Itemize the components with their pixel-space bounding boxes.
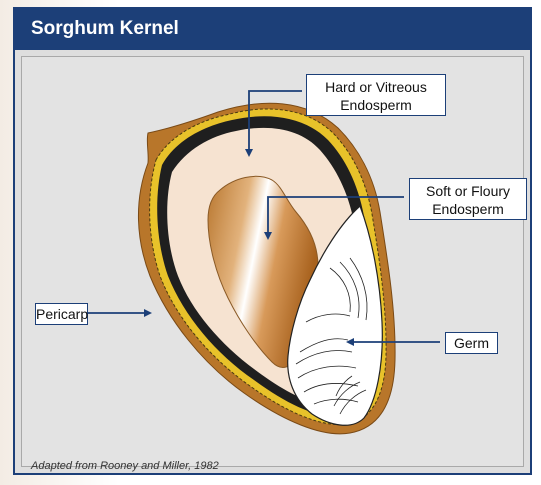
hard-endosperm-label: Hard or Vitreous Endosperm: [306, 74, 446, 116]
source-caption: Adapted from Rooney and Miller, 1982: [31, 460, 219, 472]
soft-endosperm-label: Soft or Floury Endosperm: [409, 178, 527, 220]
germ-label: Germ: [445, 332, 498, 354]
pericarp-label: Pericarp: [35, 303, 88, 325]
